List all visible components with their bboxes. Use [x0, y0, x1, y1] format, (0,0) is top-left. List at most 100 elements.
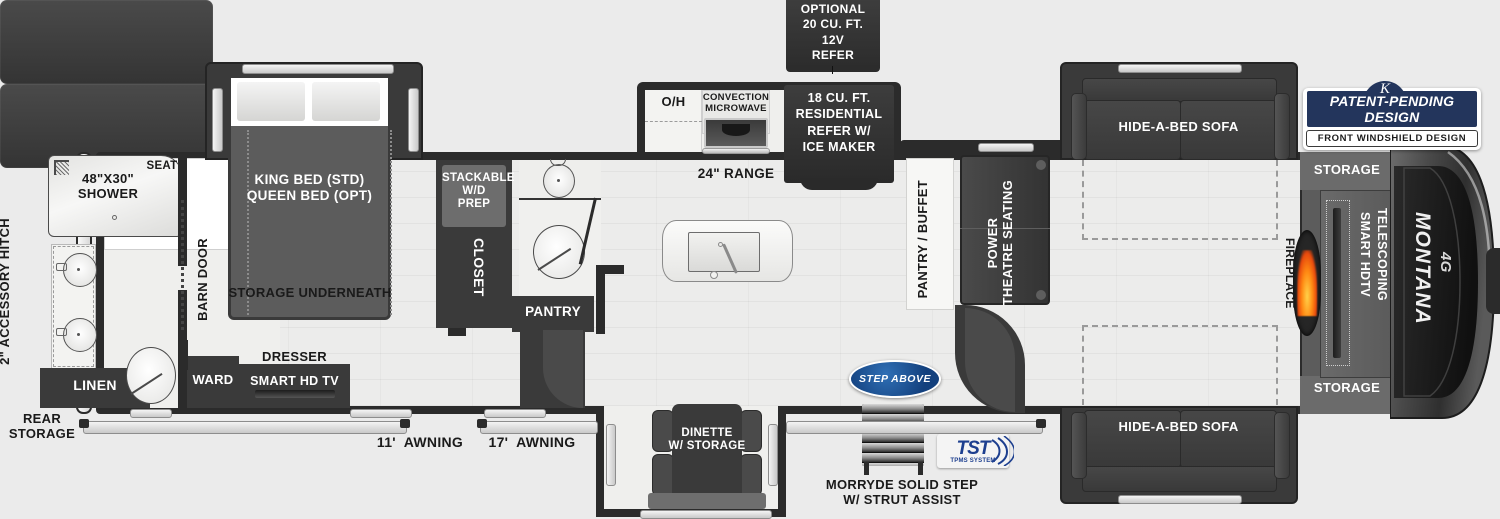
- linen-label: LINEN: [73, 377, 117, 393]
- theatre-cupholder-bottom: [1036, 290, 1046, 300]
- island-sink-basin: [688, 232, 760, 272]
- dresser: [239, 364, 350, 408]
- dinette-table: [672, 404, 742, 502]
- shower-head-icon: [54, 160, 69, 175]
- storage-bottom-label: STORAGE: [1313, 380, 1381, 395]
- sofa-bottom-arm-left: [1071, 412, 1087, 479]
- wd-prep-label: STACKABLE W/D PREP: [442, 172, 515, 211]
- refer-label: 18 CU. FT. RESIDENTIAL REFER W/ ICE MAKE…: [795, 91, 883, 154]
- step-above-text: STEP ABOVE: [859, 373, 931, 385]
- rear-lower-trim-2: [350, 409, 412, 418]
- toilet-icon-bath: [126, 347, 176, 404]
- step-leg-right: [918, 462, 923, 475]
- sofa-bottom-back: [1082, 466, 1277, 492]
- toilet-icon-half: [533, 225, 585, 279]
- vanity-dash: [53, 246, 94, 367]
- oh-label: O/H: [661, 94, 686, 109]
- theatre-seat-divider: [960, 228, 1050, 229]
- optional-refer-block: [786, 0, 880, 72]
- awning-main-bar-right: [786, 421, 1043, 434]
- optional-refer-label: OPTIONAL 20 CU. FT. 12V REFER: [800, 2, 866, 63]
- shower-label: 48"X30" SHOWER: [77, 171, 139, 201]
- hide-a-bed-sofa-top: [0, 0, 213, 84]
- dinette-chair-bl: [652, 454, 674, 496]
- pillow-left: [237, 82, 305, 121]
- awning-rear-bar: [83, 421, 407, 434]
- dinette-label: DINETTE W/ STORAGE: [668, 427, 746, 453]
- patent-pending-top: PATENT-PENDING DESIGN: [1306, 90, 1478, 128]
- storage-top-label: STORAGE: [1313, 162, 1381, 177]
- entry-steps: [862, 404, 924, 466]
- sofa-bottom-label: HIDE-A-BED SOFA: [1118, 419, 1239, 434]
- hitch-label: 2" ACCESSORY HITCH: [0, 218, 12, 365]
- living-slide-outline-top: [1082, 160, 1278, 240]
- telescoping-tv-label: TELESCOPING SMART HDTV: [1358, 208, 1389, 301]
- svg-text:K: K: [1379, 81, 1391, 97]
- sofa-top-arm-left: [1071, 93, 1087, 160]
- theatre-seating-label: POWER THEATRE SEATING: [985, 180, 1015, 306]
- refer-block: [784, 85, 894, 183]
- bed-dash-left: [247, 130, 249, 315]
- dinette-rail-right: [768, 424, 778, 486]
- sofa-top-back: [1082, 78, 1277, 102]
- utility-top-wall: [423, 152, 432, 160]
- storage-top-block: [1300, 152, 1394, 190]
- microwave-label: CONVECTION MICROWAVE: [702, 92, 770, 114]
- dresser-label: DRESSER: [262, 349, 327, 364]
- telescoping-tv-screen: [1333, 208, 1341, 358]
- step-leg-left: [864, 462, 869, 475]
- dinette-bottom-rail: [640, 510, 772, 519]
- fireplace-unit: [1293, 230, 1321, 336]
- living-bottom-rail: [1118, 495, 1242, 504]
- awning-main-bar: [480, 421, 598, 434]
- bedroom-tv-icon: [255, 390, 335, 398]
- closet-base: [448, 328, 466, 336]
- awning-rear-endcap-right: [400, 419, 410, 428]
- morryde-label: MORRYDE SOLID STEP W/ STRUT ASSIST: [825, 477, 979, 507]
- bedroom-slide-rail-right: [408, 88, 419, 152]
- shower-drain-icon: [112, 215, 117, 220]
- corridor-wall: [596, 272, 605, 334]
- faucet-icon-2: [56, 328, 67, 336]
- storage-bottom-block: [1300, 376, 1394, 414]
- awning-rear-label: 11' AWNING: [376, 434, 464, 450]
- awning-main-endcap-left: [477, 419, 487, 428]
- closet-label: CLOSET: [471, 238, 487, 297]
- ward-label: WARD: [192, 372, 234, 387]
- theatre-seating: [960, 155, 1050, 305]
- rear-lower-trim-3: [484, 409, 546, 418]
- shower-seat-label: SEAT: [146, 160, 178, 172]
- halfbath-sink-dot: [557, 179, 560, 182]
- fireplace-label: FIREPLACE: [1283, 238, 1297, 309]
- tst-sub-text: TPMS SYSTEM: [950, 457, 996, 464]
- barn-door-track: [181, 200, 184, 330]
- sofa-top-arm-right: [1274, 93, 1290, 160]
- theatre-slide-rail: [978, 143, 1034, 152]
- fireplace-flame-icon: [1297, 250, 1317, 316]
- rear-storage-label: REAR STORAGE: [8, 411, 76, 441]
- corridor-wall-h: [596, 265, 624, 274]
- storage-underneath-label: STORAGE UNDERNEATH: [228, 285, 392, 300]
- bedroom-slide-rail: [242, 64, 394, 74]
- sink-dot-2: [77, 333, 80, 336]
- dinette-rail-left: [606, 424, 616, 486]
- island-faucet-knob: [710, 271, 718, 279]
- tst-main-text: TST: [956, 437, 991, 459]
- patent-pending-badge: PATENT-PENDING DESIGN FRONT WINDSHIELD D…: [1303, 88, 1481, 150]
- sofa-top-cushion-left: [1084, 100, 1181, 160]
- patent-pending-bottom: FRONT WINDSHIELD DESIGN: [1306, 130, 1478, 147]
- awning-main-label: 17' AWNING: [488, 434, 576, 450]
- range-handle: [702, 148, 770, 154]
- sofa-top-label: HIDE-A-BED SOFA: [1118, 119, 1239, 134]
- wd-prep-block: [442, 165, 506, 227]
- sink-icon-2: [63, 318, 97, 352]
- sink-icon-1: [63, 253, 97, 287]
- entry-door-wall: [1040, 406, 1049, 414]
- pillow-right: [312, 82, 380, 121]
- tst-badge: TST TPMS SYSTEM: [937, 434, 1009, 468]
- pantry-buffet-label: PANTRY / BUFFET: [915, 180, 930, 299]
- tv-screen-recess: [1326, 200, 1350, 366]
- smart-hd-tv-label: SMART HD TV: [250, 374, 339, 388]
- tst-wave-icon: [991, 436, 1014, 466]
